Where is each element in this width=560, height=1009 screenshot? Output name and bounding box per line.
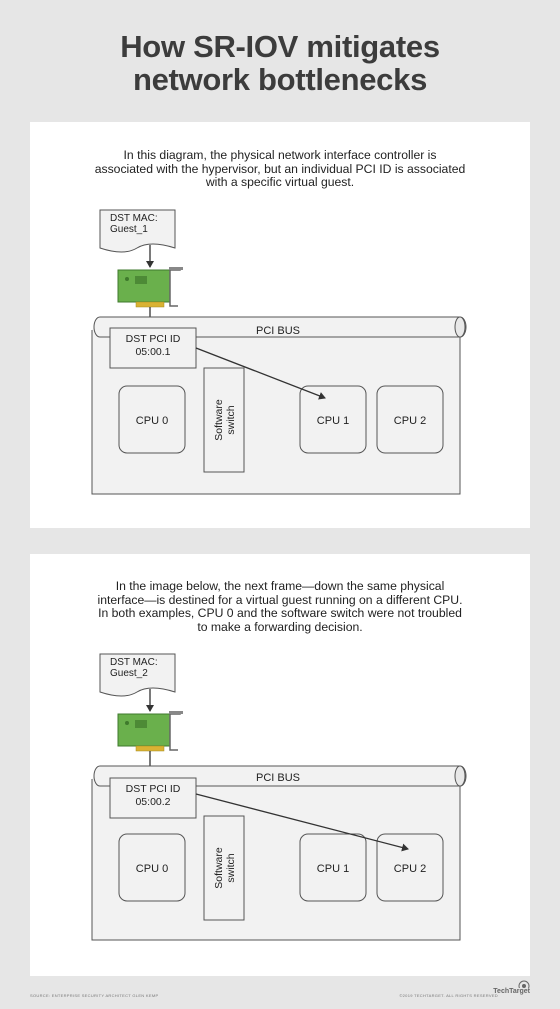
panel-2-caption: In the image below, the next frame—down … — [70, 579, 490, 634]
caption-line: associated with the hypervisor, but an i… — [94, 161, 466, 176]
copyright-text: ©2019 TECHTARGET. ALL RIGHTS RESERVED — [399, 993, 498, 998]
software-switch-box — [203, 815, 245, 921]
page-title: How SR-IOV mitigates network bottlenecks — [0, 30, 560, 96]
cpu-0-box — [118, 833, 186, 902]
caption-line: interface—is destined for a virtual gues… — [97, 592, 463, 607]
cpu-1-box — [299, 833, 367, 902]
sriov-diagram-2: DST MAC: Guest_2 PCI BUS DST PCI ID 05:0… — [91, 653, 467, 941]
dst-mac-document — [99, 653, 176, 697]
dst-pci-id-value: 05:00.1 — [135, 346, 170, 358]
diagram-panel-1: In this diagram, the physical network in… — [30, 122, 530, 528]
caption-line: with a specific virtual guest. — [205, 175, 355, 189]
software-switch-box — [203, 367, 245, 473]
software-switch-label-2: switch — [225, 853, 237, 882]
dst-mac-label: DST MAC: — [110, 657, 158, 668]
dst-mac-guest: Guest_1 — [110, 224, 148, 235]
software-switch-label-1: Software — [213, 399, 225, 441]
caption-line: In this diagram, the physical network in… — [123, 148, 437, 162]
nic-card-icon — [117, 267, 183, 308]
dst-mac-document — [99, 209, 176, 253]
dst-mac-guest: Guest_2 — [110, 668, 148, 679]
cpu-2-box — [376, 385, 444, 454]
cpu-2-label: CPU 2 — [394, 415, 426, 427]
dst-pci-id-box — [109, 777, 197, 819]
cpu-1-label: CPU 1 — [317, 863, 349, 875]
source-credit: SOURCE: ENTERPRISE SECURITY ARCHITECT GL… — [30, 993, 159, 998]
cpu-2-box — [376, 833, 444, 902]
title-line-1: How SR-IOV mitigates — [120, 29, 440, 64]
panel-1-caption: In this diagram, the physical network in… — [70, 148, 490, 190]
caption-line: In both examples, CPU 0 and the software… — [98, 606, 462, 620]
dst-pci-id-value: 05:00.2 — [135, 796, 170, 808]
dst-pci-id-label: DST PCI ID — [126, 333, 181, 345]
diagram-panel-2: In the image below, the next frame—down … — [30, 554, 530, 976]
caption-line: In the image below, the next frame—down … — [115, 579, 445, 593]
nic-card-icon — [117, 711, 183, 752]
cpu-0-label: CPU 0 — [136, 415, 168, 427]
cpu-0-label: CPU 0 — [136, 863, 168, 875]
dst-pci-id-label: DST PCI ID — [126, 783, 181, 795]
dst-mac-label: DST MAC: — [110, 213, 158, 224]
sriov-diagram-1: DST MAC: Guest_1 PCI BUS DST PCI ID 05:0… — [91, 209, 467, 495]
cpu-1-label: CPU 1 — [317, 415, 349, 427]
caption-line: to make a forwarding decision. — [197, 619, 363, 634]
title-line-2: network bottlenecks — [132, 62, 428, 97]
cpu-1-box — [299, 385, 367, 454]
software-switch-label-1: Software — [213, 847, 225, 889]
pci-bus-label: PCI BUS — [256, 772, 300, 784]
software-switch-label-2: switch — [225, 405, 237, 434]
arrow-pci-to-cpu-1 — [195, 347, 326, 400]
cpu-0-box — [118, 385, 186, 454]
techtarget-logo-icon — [518, 980, 530, 988]
pci-bus-label: PCI BUS — [256, 325, 300, 337]
arrow-pci-to-cpu-2 — [195, 793, 409, 852]
cpu-2-label: CPU 2 — [394, 863, 426, 875]
techtarget-logo-text: TechTarget — [493, 988, 530, 995]
